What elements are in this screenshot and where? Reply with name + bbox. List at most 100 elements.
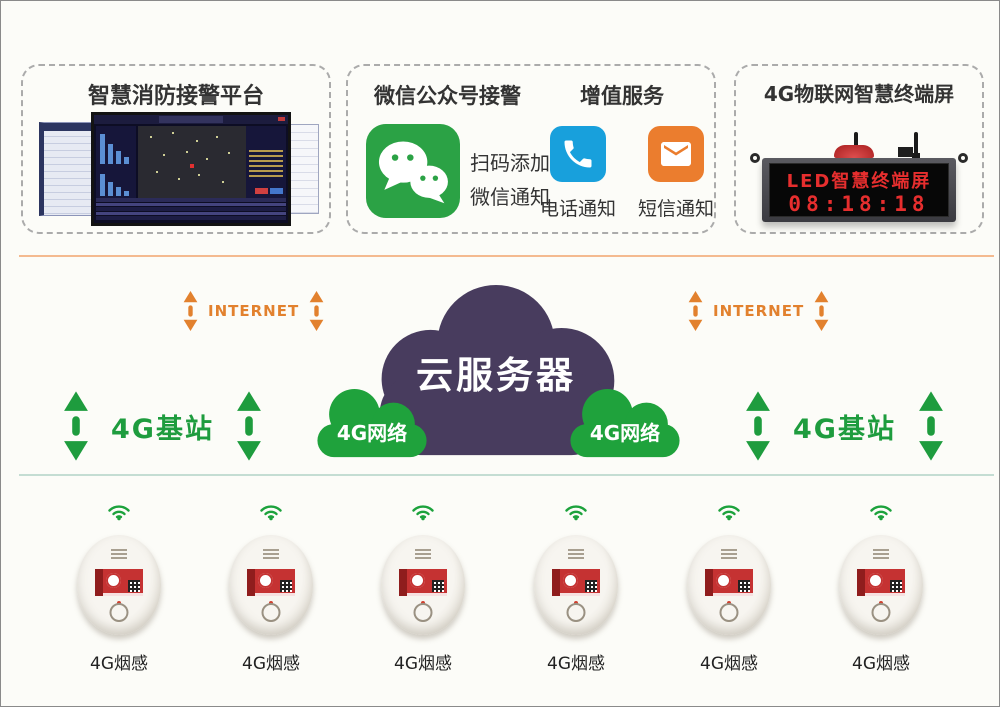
wechat-icon [366, 124, 460, 218]
double-vertical-arrow-icon [237, 391, 261, 461]
dashboard-screenshot [37, 112, 319, 226]
smoke-detector: 4G烟感 [669, 495, 789, 674]
mount-ring-icon [750, 153, 760, 163]
divider-teal [19, 474, 994, 476]
network-cloud-left: 4G网络 [313, 387, 431, 463]
wechat-note-line1: 扫码添加 [470, 151, 550, 175]
led-display-device: LED智慧终端屏 08:18:18 [750, 128, 968, 232]
alarm-dome-icon [834, 145, 874, 158]
qr-code [738, 580, 750, 592]
smoke-detector: 4G烟感 [211, 495, 331, 674]
double-vertical-arrow-icon [688, 291, 703, 331]
internet-label-left: INTERNET [208, 302, 300, 320]
internet-link-left: INTERNET [183, 289, 324, 333]
wifi-signal-icon [412, 505, 434, 521]
device-label: 4G烟感 [700, 654, 758, 674]
base-station-right-label: 4G基站 [793, 413, 896, 445]
detector-button [566, 603, 586, 622]
envelope-icon [648, 126, 704, 182]
double-vertical-arrow-icon [309, 291, 324, 331]
detector-sticker [247, 569, 295, 596]
qr-code [280, 580, 292, 592]
wechat-title: 微信公众号接警 [374, 84, 521, 108]
smoke-detector: 4G烟感 [59, 495, 179, 674]
wechat-note-line2: 微信通知 [470, 185, 550, 209]
network-left-label: 4G网络 [336, 421, 408, 445]
double-vertical-arrow-icon [919, 391, 943, 461]
detector-button [109, 603, 129, 622]
device-module [898, 147, 913, 157]
qr-code [432, 580, 444, 592]
detector-sticker [95, 569, 143, 596]
qr-code [585, 580, 597, 592]
detector-body [534, 535, 618, 635]
wifi-signal-icon [565, 505, 587, 521]
internet-label-right: INTERNET [713, 302, 805, 320]
main-monitor [91, 112, 291, 226]
wifi-signal-icon [260, 505, 282, 521]
phone-label: 电话通知 [540, 198, 617, 220]
detector-button [413, 603, 433, 622]
detector-sticker [399, 569, 447, 596]
detector-button [871, 603, 891, 622]
sms-label: 短信通知 [638, 198, 715, 220]
cloud-shape [570, 388, 680, 458]
dashboard-left-charts [96, 126, 136, 198]
qr-code [890, 580, 902, 592]
detector-sticker [705, 569, 753, 596]
map-alert-marker [190, 164, 194, 168]
cloud-server: 云服务器 [373, 283, 619, 459]
cloud-shape [379, 284, 615, 456]
cloud-shape [317, 388, 427, 458]
base-station-right: 4G基站 [745, 391, 944, 461]
double-vertical-arrow-icon [64, 391, 88, 461]
platform-title: 智慧消防接警平台 [87, 84, 264, 109]
smoke-detector: 4G烟感 [363, 495, 483, 674]
led-screen-text: LED智慧终端屏 [786, 171, 932, 192]
device-label: 4G烟感 [242, 654, 300, 674]
double-vertical-arrow-icon [746, 391, 770, 461]
wechat-services-box: 微信公众号接警 增值服务 扫码添加 微信通知 电话通知 [346, 64, 716, 234]
dashboard-topbar [94, 115, 288, 124]
smoke-detector: 4G烟感 [821, 495, 941, 674]
led-screen-clock: 08:18:18 [788, 192, 930, 216]
mount-ring-icon [958, 153, 968, 163]
led-terminal-box: 4G物联网智慧终端屏 LED智慧终端屏 08:18:18 [734, 64, 984, 234]
detector-body [839, 535, 923, 635]
detector-body [687, 535, 771, 635]
antenna-icon [912, 132, 920, 158]
value-added-title: 增值服务 [580, 84, 664, 108]
wifi-signal-icon [108, 505, 130, 521]
led-box-title: 4G物联网智慧终端屏 [763, 82, 955, 106]
double-vertical-arrow-icon [183, 291, 198, 331]
internet-link-right: INTERNET [688, 289, 829, 333]
network-cloud-right: 4G网络 [566, 387, 684, 463]
detector-sticker [552, 569, 600, 596]
double-vertical-arrow-icon [814, 291, 829, 331]
wifi-signal-icon [870, 505, 892, 521]
qr-code [128, 580, 140, 592]
detector-body [229, 535, 313, 635]
detector-body [77, 535, 161, 635]
dashboard-map [138, 126, 246, 198]
dashboard-table [96, 198, 286, 221]
smoke-detector: 4G烟感 [516, 495, 636, 674]
device-label: 4G烟感 [547, 654, 605, 674]
phone-icon [550, 126, 606, 182]
detector-body [381, 535, 465, 635]
detector-sticker [857, 569, 905, 596]
wechat-note: 扫码添加 微信通知 [470, 146, 550, 214]
detector-button [261, 603, 281, 622]
wifi-signal-icon [718, 505, 740, 521]
divider-orange [19, 255, 994, 257]
network-right-label: 4G网络 [589, 421, 661, 445]
device-label: 4G烟感 [394, 654, 452, 674]
base-station-left-label: 4G基站 [111, 413, 214, 445]
base-station-left: 4G基站 [63, 391, 262, 461]
led-screen: LED智慧终端屏 08:18:18 [769, 163, 949, 217]
detector-button [719, 603, 739, 622]
device-label: 4G烟感 [852, 654, 910, 674]
device-label: 4G烟感 [90, 654, 148, 674]
led-panel: LED智慧终端屏 08:18:18 [762, 158, 956, 222]
